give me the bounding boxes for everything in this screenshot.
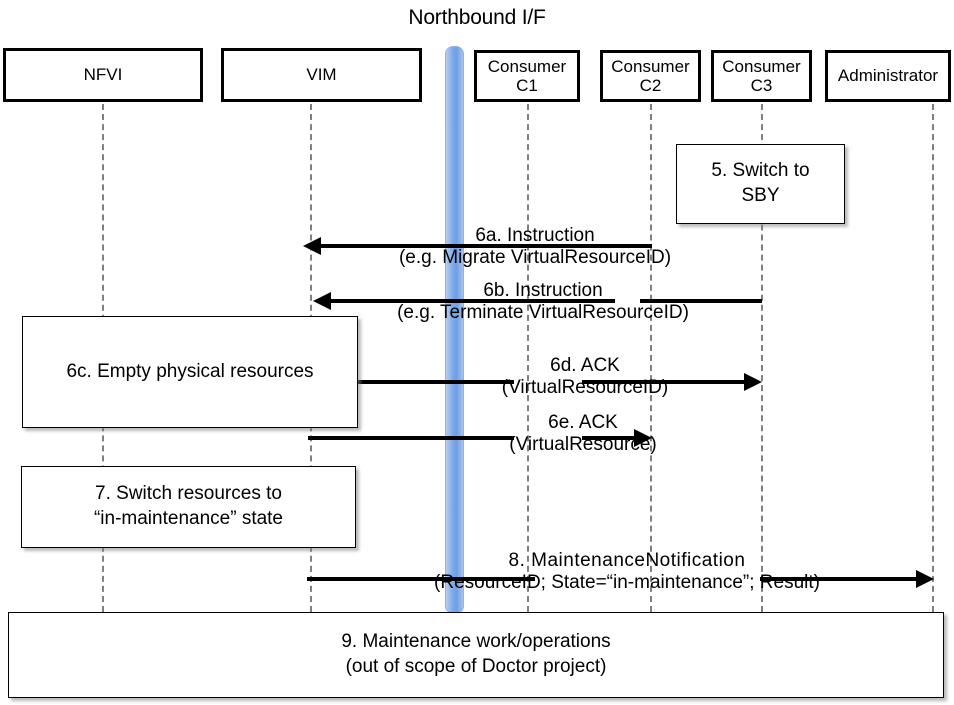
message-6b-label: 6b. Instruction (e.g. Terminate VirtualR…	[368, 280, 718, 325]
message-6b-line-left	[328, 299, 615, 303]
note-switch-to-sby-line1: 5. Switch to	[711, 160, 810, 182]
message-6b-arrowhead	[313, 292, 331, 310]
participant-nfvi-label: NFVI	[83, 65, 123, 85]
note-maintenance-work-line1: 9. Maintenance work/operations	[341, 631, 611, 653]
message-8-line-right	[760, 577, 917, 581]
participant-consumer-c3[interactable]: Consumer C3	[711, 50, 812, 102]
note-switch-resources-line1: 7. Switch resources to	[95, 483, 282, 505]
participant-consumer-c1-sublabel: C1	[516, 76, 538, 95]
page-title: Northbound I/F	[408, 6, 546, 29]
participant-consumer-c1-label: Consumer	[487, 56, 567, 76]
participant-vim-label: VIM	[306, 65, 337, 85]
message-8-label: 8. MaintenanceNotification (ResourceID; …	[392, 550, 862, 595]
message-6d-line-right	[582, 380, 745, 384]
participant-nfvi[interactable]: NFVI	[3, 48, 203, 102]
message-6d-label: 6d. ACK (VirtualResourceID)	[485, 355, 685, 400]
message-6e-label-line2: (VirtualResource)	[509, 434, 657, 456]
message-6e-label-line1: 6e. ACK	[548, 412, 618, 433]
lifeline-administrator	[932, 104, 934, 612]
message-8-label-line1: 8. MaintenanceNotification	[508, 550, 746, 571]
message-6e-line-left	[308, 436, 514, 440]
lifeline-consumer-c1	[527, 104, 529, 612]
participant-administrator[interactable]: Administrator	[825, 50, 951, 102]
participant-consumer-c3-label: Consumer	[722, 56, 801, 76]
lifeline-consumer-c3	[761, 104, 763, 612]
message-6b-label-line1: 6b. Instruction	[483, 280, 603, 301]
note-switch-to-sby-line2: SBY	[741, 185, 780, 206]
lifeline-consumer-c2	[650, 104, 652, 612]
message-6a-label: 6a. Instruction (e.g. Migrate VirtualRes…	[365, 225, 705, 270]
message-6d-arrowhead	[744, 373, 762, 391]
participant-consumer-c3-sublabel: C3	[750, 76, 773, 95]
note-empty-physical-resources[interactable]: 6c. Empty physical resources	[22, 316, 358, 428]
participant-vim[interactable]: VIM	[221, 48, 422, 102]
message-6a-line	[318, 244, 652, 248]
message-8-line-left	[307, 577, 535, 581]
message-6e-arrowhead	[634, 429, 652, 447]
note-empty-physical-resources-line1: 6c. Empty physical resources	[66, 360, 314, 382]
message-6b-label-line2: (e.g. Terminate VirtualResourceID)	[397, 302, 689, 324]
note-maintenance-work[interactable]: 9. Maintenance work/operations (out of s…	[8, 612, 944, 698]
message-8-label-line2: (ResourceID; State=“in-maintenance”; Res…	[434, 572, 820, 594]
message-8-arrowhead	[916, 570, 934, 588]
message-6b-line-right	[640, 299, 762, 303]
message-6d-label-line1: 6d. ACK	[550, 355, 620, 376]
message-6a-label-line2: (e.g. Migrate VirtualResourceID)	[398, 247, 672, 269]
northbound-interface-bar	[445, 46, 464, 614]
note-switch-resources-in-maintenance[interactable]: 7. Switch resources to “in-maintenance” …	[21, 466, 356, 548]
message-6d-line-left	[358, 380, 514, 384]
message-6d-label-line2: (VirtualResourceID)	[501, 377, 669, 399]
note-maintenance-work-line2: (out of scope of Doctor project)	[345, 656, 607, 677]
participant-consumer-c2-sublabel: C2	[639, 76, 662, 95]
message-6e-line-right	[582, 436, 635, 440]
participant-administrator-label: Administrator	[837, 66, 939, 86]
message-6a-label-line1: 6a. Instruction	[475, 225, 595, 246]
message-6e-label: 6e. ACK (VirtualResource)	[488, 412, 678, 457]
note-switch-to-sby[interactable]: 5. Switch to SBY	[676, 144, 845, 224]
message-6a-arrowhead	[303, 237, 321, 255]
note-switch-resources-line2: “in-maintenance” state	[93, 508, 284, 529]
participant-consumer-c2[interactable]: Consumer C2	[600, 50, 701, 102]
participant-consumer-c1[interactable]: Consumer C1	[474, 50, 580, 102]
participant-consumer-c2-label: Consumer	[611, 56, 690, 76]
